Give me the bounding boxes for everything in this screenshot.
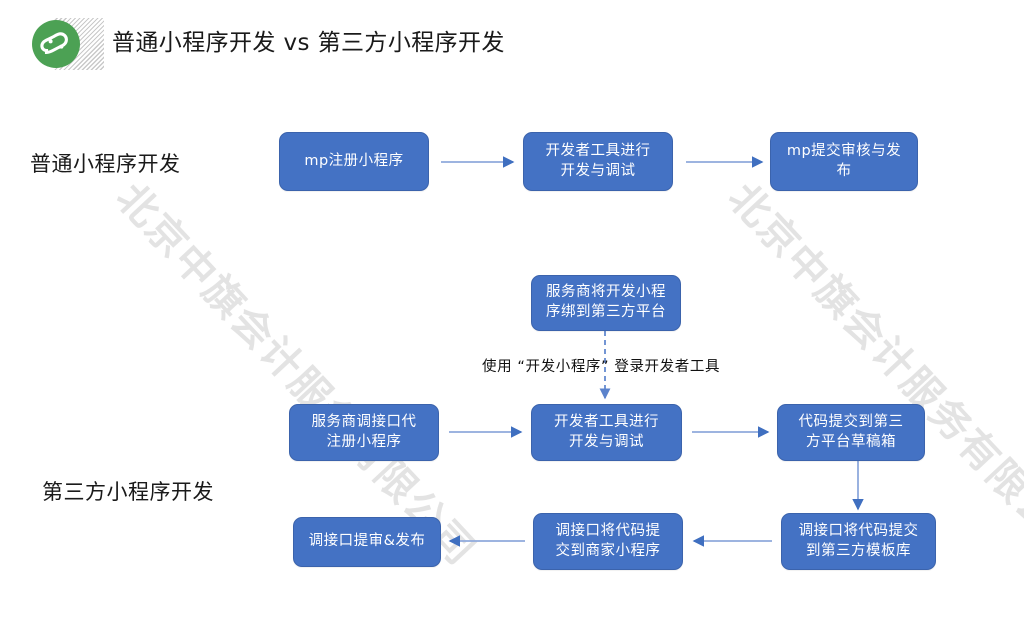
node-bind-third-party-line2: 序绑到第三方平台	[546, 304, 666, 320]
node-code-to-template-line2: 到第三方模板库	[806, 542, 911, 559]
node-devtool-dev-2[interactable]: 开发者工具进行 开发与调试	[531, 404, 682, 461]
node-devtool-dev-2-line2: 开发与调试	[569, 433, 644, 450]
node-code-to-merchant-line1: 调接口将代码提	[555, 522, 661, 539]
node-code-to-merchant-line2: 交到商家小程序	[555, 542, 661, 559]
node-mp-register[interactable]: mp注册小程序	[279, 132, 429, 191]
node-code-to-template-line1: 调接口将代码提交	[798, 522, 919, 539]
node-code-to-draft-line1: 代码提交到第三	[798, 413, 904, 430]
caption-login-devtool: 使用 “开发小程序” 登录开发者工具	[482, 359, 721, 375]
node-isv-register-line1: 服务商调接口代	[311, 413, 417, 430]
page-title: 普通小程序开发 vs 第三方小程序开发	[112, 30, 505, 56]
node-mp-submit-publish[interactable]: mp提交审核与发 布	[770, 132, 918, 191]
node-code-to-draft-line2: 方平台草稿箱	[806, 433, 896, 450]
node-bind-third-party[interactable]: 服务商将开发小程 序绑到第三方平台	[531, 275, 681, 331]
header: 普通小程序开发 vs 第三方小程序开发	[0, 0, 1024, 90]
section-label-normal: 普通小程序开发	[30, 152, 181, 176]
wechat-miniprogram-logo-icon	[32, 20, 80, 68]
node-mp-submit-publish-line1: mp提交审核与发	[786, 142, 902, 159]
node-code-to-template[interactable]: 调接口将代码提交 到第三方模板库	[781, 513, 936, 570]
node-devtool-dev-1-line2: 开发与调试	[560, 162, 636, 179]
node-submit-review-line1: 调接口提审&发布	[308, 533, 426, 550]
node-bind-third-party-line1: 服务商将开发小程	[546, 284, 666, 301]
node-devtool-dev-1-line1: 开发者工具进行	[545, 142, 651, 159]
watermark-left: 北京中旗会计服务有限公司	[107, 174, 485, 575]
logo	[32, 18, 104, 70]
node-isv-register[interactable]: 服务商调接口代 注册小程序	[289, 404, 439, 461]
node-mp-register-line1: mp注册小程序	[304, 152, 404, 169]
node-code-to-merchant[interactable]: 调接口将代码提 交到商家小程序	[533, 513, 683, 570]
section-label-third-party: 第三方小程序开发	[42, 480, 214, 504]
node-isv-register-line2: 注册小程序	[326, 433, 402, 450]
node-devtool-dev-2-line1: 开发者工具进行	[554, 413, 659, 430]
node-submit-review[interactable]: 调接口提审&发布	[293, 517, 441, 567]
node-devtool-dev-1[interactable]: 开发者工具进行 开发与调试	[523, 132, 673, 191]
node-code-to-draft[interactable]: 代码提交到第三 方平台草稿箱	[777, 404, 925, 461]
node-mp-submit-publish-line2: 布	[836, 162, 852, 179]
